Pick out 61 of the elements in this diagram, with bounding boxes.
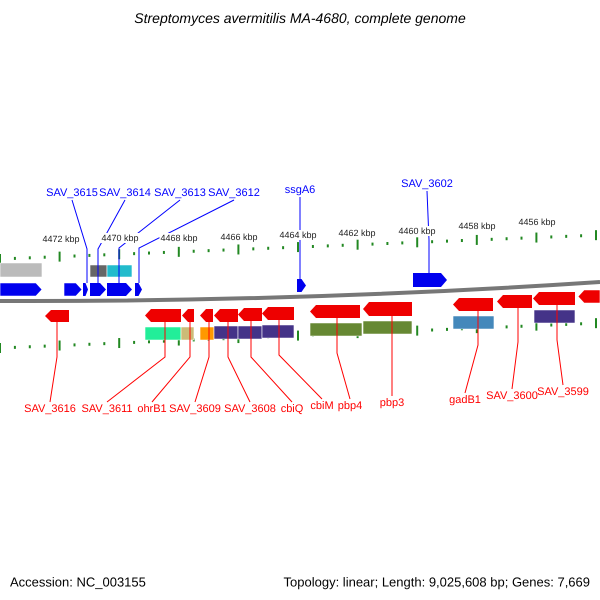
gene-label: SAV_3609 xyxy=(169,403,221,415)
gene-label: ssgA6 xyxy=(284,184,316,196)
scale-label: 4458 kbp xyxy=(457,221,497,231)
gene-label: ohrB1 xyxy=(137,403,167,415)
gene-label: pbp3 xyxy=(380,397,404,409)
leader-line xyxy=(72,200,88,284)
leader-line xyxy=(138,200,234,284)
gene-label: gadB1 xyxy=(449,394,481,406)
gene-label: SAV_3611 xyxy=(82,403,132,415)
leader-line xyxy=(512,308,518,390)
gene-feature xyxy=(413,273,447,287)
leader-line xyxy=(336,318,350,400)
leader-line xyxy=(278,320,322,400)
gene-feature xyxy=(200,309,213,322)
gene-label: SAV_3599 xyxy=(537,386,589,398)
leader-line xyxy=(50,322,58,402)
gene-feature xyxy=(107,283,132,296)
leader-line xyxy=(426,190,430,274)
gene-feature xyxy=(497,295,532,308)
scale-label: 4472 kbp xyxy=(41,234,81,244)
scale-label: 4456 kbp xyxy=(517,217,557,227)
gene-feature xyxy=(262,307,294,320)
gene-feature xyxy=(363,302,412,316)
gene-feature xyxy=(45,310,69,322)
scale-label: 4468 kbp xyxy=(159,233,199,243)
gene-feature xyxy=(533,292,575,305)
accession-text: Accession: NC_003155 xyxy=(10,574,146,590)
gene-label: SAV_3612 xyxy=(208,187,260,199)
gene-feature xyxy=(135,283,142,296)
leader-line xyxy=(118,200,180,284)
leader-line xyxy=(556,304,564,386)
leader-line xyxy=(98,200,126,284)
gene-label: pbp4 xyxy=(338,400,362,412)
gene-label: cbiQ xyxy=(280,403,304,415)
genome-info-text: Topology: linear; Length: 9,025,608 bp; Genes: 7,669 xyxy=(284,574,590,590)
gene-label: SAV_3600 xyxy=(486,390,538,402)
gene-feature xyxy=(214,309,238,322)
gene-feature xyxy=(310,305,360,318)
gene-feature xyxy=(90,283,106,296)
gene-label: cbiM xyxy=(310,400,334,412)
leader-line xyxy=(228,322,250,402)
gene-feature xyxy=(238,308,262,321)
scale-label: 4462 kbp xyxy=(337,228,377,238)
gene-label: SAV_3613 xyxy=(154,187,206,199)
scale-label: 4464 kbp xyxy=(278,230,318,240)
gene-label: SAV_3615 xyxy=(46,187,98,199)
gene-label: SAV_3614 xyxy=(99,187,151,199)
title: Streptomyces avermitilis MA-4680, complete genome xyxy=(134,10,466,26)
gene-label: SAV_3608 xyxy=(224,403,276,415)
scale-label: 4460 kbp xyxy=(397,226,437,236)
leader-line xyxy=(194,322,210,402)
gene-feature xyxy=(453,298,493,311)
leader-line xyxy=(250,320,292,402)
scale-label: 4470 kbp xyxy=(100,233,140,243)
leader-line xyxy=(152,322,190,402)
scale-label: 4466 kbp xyxy=(219,232,259,242)
gene-feature xyxy=(297,279,306,292)
leader-line xyxy=(106,322,166,402)
gene-label: SAV_3616 xyxy=(24,403,76,415)
leader-line xyxy=(464,310,478,394)
gene-label: SAV_3602 xyxy=(401,178,453,190)
